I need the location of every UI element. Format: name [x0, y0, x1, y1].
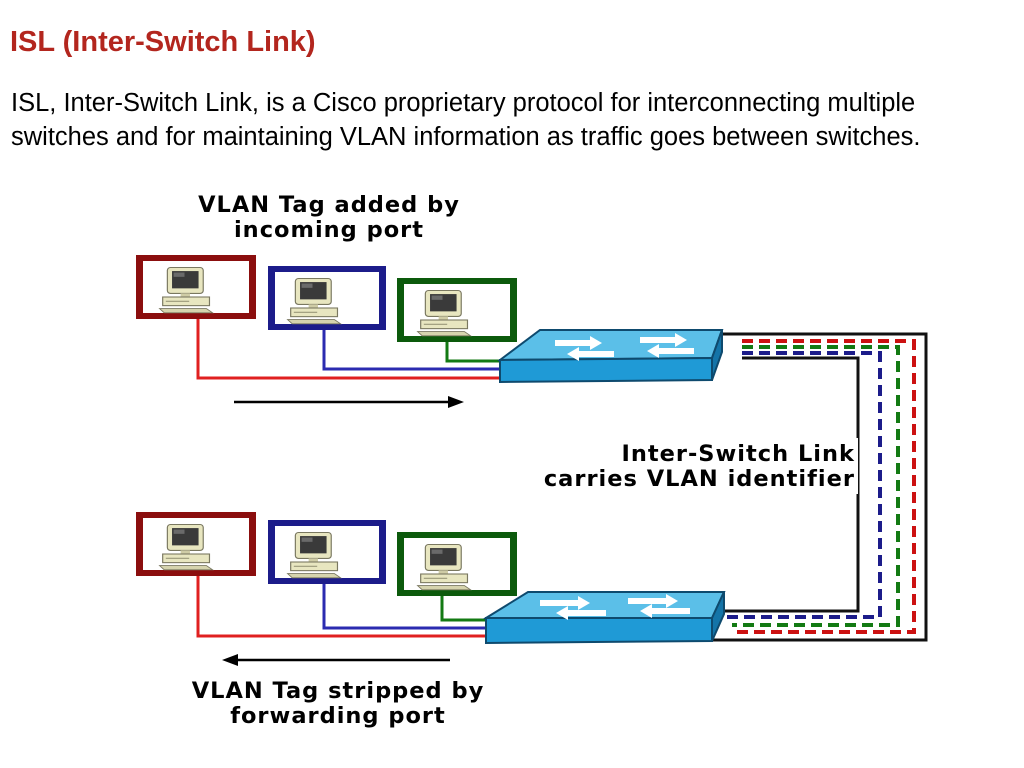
switch-icon	[540, 594, 690, 620]
top-computer-green	[397, 278, 517, 342]
isl-trunk	[710, 332, 928, 642]
bottom-computer-green	[397, 532, 517, 596]
slide-title: ISL (Inter-Switch Link)	[10, 26, 316, 58]
arrow-left-icon	[222, 654, 450, 666]
bottom-vlan-wires	[196, 576, 486, 638]
top-computer-red	[136, 255, 256, 319]
arrow-right-icon	[234, 396, 464, 408]
bottom-caption-line2: forwarding port	[230, 703, 446, 729]
bottom-computer-blue	[268, 520, 386, 584]
bottom-switch	[482, 591, 726, 645]
slide-body-text: ISL, Inter-Switch Link, is a Cisco propr…	[11, 89, 921, 151]
top-computer-blue	[268, 266, 386, 330]
top-caption-line1: VLAN Tag added by	[198, 192, 460, 218]
link-caption-line2: carries VLAN identifier	[544, 466, 855, 492]
link-caption-line1: Inter-Switch Link	[621, 441, 855, 467]
bottom-caption-line1: VLAN Tag stripped by	[192, 678, 485, 704]
switch-icon	[555, 333, 694, 361]
top-vlan-wires	[196, 318, 500, 380]
bottom-computer-red	[136, 512, 256, 576]
top-caption-line2: incoming port	[234, 217, 424, 243]
top-switch	[496, 329, 724, 384]
